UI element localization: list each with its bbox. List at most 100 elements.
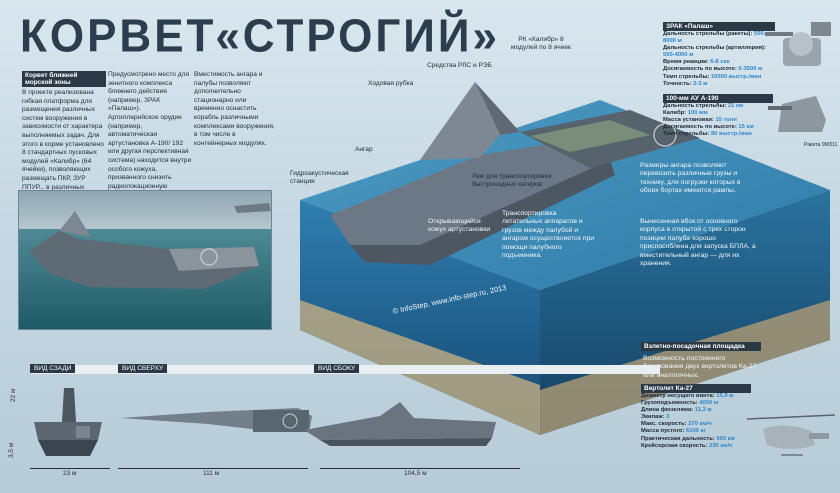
ka27-spec-key: Длина фюзеляжа:	[641, 407, 695, 414]
ka27-spec-value: 15,9 м	[716, 393, 734, 399]
sea-cutaway	[300, 82, 830, 435]
palash-spec-value: 6-8 сек	[710, 59, 730, 66]
dim-draft: 3,5 м	[8, 442, 15, 458]
palash-name: ЗРАК «Палаш»	[663, 22, 775, 31]
a190-name: 100-мм АУ А-190	[663, 94, 773, 103]
palash-turret-image	[765, 22, 831, 66]
ka27-spec-key: Масса пустого:	[641, 428, 687, 435]
ka27-spec-value: 230 км/ч	[708, 442, 733, 449]
view-side-tag: ВИД СБОКУ	[314, 364, 360, 373]
a190-spec-key: Масса установки:	[663, 117, 716, 124]
platform-block: Взлетно-посадочная площадка Возможность …	[641, 342, 761, 379]
palash-spec-value: 500-8000 м	[663, 31, 766, 45]
a190-spec-row: Масса установки: 15 тонн	[663, 117, 773, 124]
ka27-spec-value: 3	[665, 414, 670, 421]
intro-tag: Корвет ближней морской зоны	[22, 71, 106, 87]
ka27-spec-key: Крейсерская скорость:	[641, 442, 709, 449]
callout-transport: Транспортировка летательных аппаратов и …	[502, 210, 595, 260]
palash-spec: ЗРАК «Палаш» Дальность стрельбы (ракеты)…	[663, 22, 775, 88]
platform-tag: Взлетно-посадочная площадка	[641, 342, 761, 351]
platform-text: Возможность постоянного базирования двух…	[643, 355, 757, 379]
a190-spec: 100-мм АУ А-190 Дальность стрельбы: 21 к…	[663, 94, 773, 138]
a190-spec-value: 80 выстр./мин	[710, 131, 752, 138]
callout-kozhuh: Открывающийся кожух артустановки	[428, 218, 491, 234]
palash-spec-key: Дальность стрельбы (артиллерия):	[663, 45, 766, 52]
a190-spec-key: Досягаемость по высоте:	[663, 124, 739, 131]
a190-spec-value: 21 км	[727, 103, 744, 109]
dim-length-top: 111 м	[203, 470, 220, 477]
a190-spec-row: Калибр: 100 мм	[663, 110, 773, 117]
top-view-drawing	[120, 408, 312, 432]
ka27-image	[746, 414, 836, 456]
palash-spec-key: Точность:	[663, 80, 694, 87]
palash-spec-row: Дальность стрельбы (ракеты): 500-8000 м	[663, 31, 775, 45]
ka27-spec-row: Крейсерская скорость: 230 км/ч	[641, 443, 751, 450]
dim-length-side: 104,5 м	[404, 470, 427, 477]
ka27-spec-key: Диаметр несущего винта:	[641, 393, 717, 399]
palash-spec-key: Дальность стрельбы (ракеты):	[663, 31, 755, 37]
palash-spec-row: Дальность стрельбы (артиллерия): 500-400…	[663, 45, 775, 59]
callout-hangar-size: Размеры ангара позволяют перевозить разл…	[640, 162, 741, 195]
rear-view-drawing	[34, 388, 102, 456]
rocket-label: Ракета 9М311	[804, 142, 838, 148]
palash-spec-row: Точность: 2-3 м	[663, 81, 775, 88]
a190-spec-value: 15 км	[738, 124, 754, 131]
palash-spec-key: Время реакции:	[663, 59, 711, 66]
callout-gas: Гидроакустическая станция	[290, 170, 349, 185]
a190-spec-key: Дальность стрельбы:	[663, 103, 728, 109]
callout-rubka: Ходовая рубка	[368, 80, 414, 87]
palash-spec-value: 500-4000 м	[663, 52, 694, 59]
a190-spec-row: Досягаемость по высоте: 15 км	[663, 124, 773, 131]
ka27-spec-value: 11,3 м	[694, 407, 712, 414]
palash-spec-row: Досягаемость по высоте: 5-3500 м	[663, 66, 775, 73]
view-top-tag: ВИД СВЕРХУ	[118, 364, 168, 373]
callout-luk: Люк для транспортировки быстроходных кат…	[472, 173, 552, 188]
ka27-spec-key: Экипаж:	[641, 414, 666, 421]
ship-photo	[18, 190, 272, 330]
palash-spec-row: Темп стрельбы: 10000 выстр./мин	[663, 74, 775, 81]
ka27-spec-row: Диаметр несущего винта: 15,9 м	[641, 393, 751, 400]
dim-width: 23 м	[63, 470, 77, 477]
ka27-spec-key: Грузоподъемность:	[641, 400, 700, 407]
ka27-spec-value: 4000 кг	[699, 400, 720, 407]
page-title: КОРВЕТ«СТРОГИЙ»	[20, 10, 501, 63]
callout-angar: Ангар	[355, 146, 373, 153]
a190-turret-image	[768, 96, 826, 132]
ka27-name: Вертолет Ка-27	[641, 384, 751, 393]
ka27-spec-row: Грузоподъемность: 4000 кг	[641, 400, 751, 407]
ka27-spec-row: Длина фюзеляжа: 11,3 м	[641, 407, 751, 414]
ka27-spec-key: Практическая дальность:	[641, 435, 717, 442]
a190-spec-row: Дальность стрельбы: 21 км	[663, 103, 773, 110]
a190-spec-row: Темп стрельбы: 80 выстр./мин	[663, 131, 773, 138]
ka27-spec-key: Макс. скорость:	[641, 421, 689, 428]
ka27-spec-value: 270 км/ч	[688, 421, 712, 428]
ka27-spec-row: Практическая дальность: 900 км	[641, 436, 751, 443]
ka27-spec-value: 900 км	[716, 435, 735, 442]
callout-rls: Средства РЛС и РЭБ	[427, 62, 492, 69]
a190-spec-value: 100 мм	[687, 110, 708, 117]
view-rear-tag: ВИД СЗАДИ	[30, 364, 76, 373]
callout-vyrez: Вынесенная вбок от основного корпуса в о…	[640, 218, 756, 268]
intro-col1: Корвет ближней морской зоны В проекте ре…	[22, 71, 106, 201]
palash-spec-value: 5-3500 м	[738, 66, 763, 73]
palash-spec-key: Досягаемость по высоте:	[663, 66, 739, 73]
side-view-drawing	[304, 402, 496, 446]
palash-spec-key: Темп стрельбы:	[663, 73, 711, 80]
ka27-spec-row: Экипаж: 3	[641, 414, 751, 421]
ka27-spec-row: Масса пустого: 6100 кг	[641, 428, 751, 435]
ka27-spec-value: 6100 кг	[686, 428, 706, 435]
intro-text-1: В проекте реализована гибкая платформа д…	[22, 89, 104, 199]
ka27-spec: Вертолет Ка-27 Диаметр несущего винта: 1…	[641, 384, 751, 450]
a190-spec-key: Темп стрельбы:	[663, 131, 711, 138]
intro-text-3: Вместимость ангара и палубы позволяют до…	[194, 71, 275, 147]
palash-spec-value: 10000 выстр./мин	[710, 73, 762, 80]
a190-spec-value: 15 тонн	[715, 117, 737, 124]
callout-kalibr: РК «Калибр» 8 модулей по 8 ячеек	[511, 36, 571, 51]
palash-spec-value: 2-3 м	[693, 80, 708, 87]
dim-height: 22 м	[10, 388, 17, 402]
ka27-spec-row: Макс. скорость: 270 км/ч	[641, 421, 751, 428]
